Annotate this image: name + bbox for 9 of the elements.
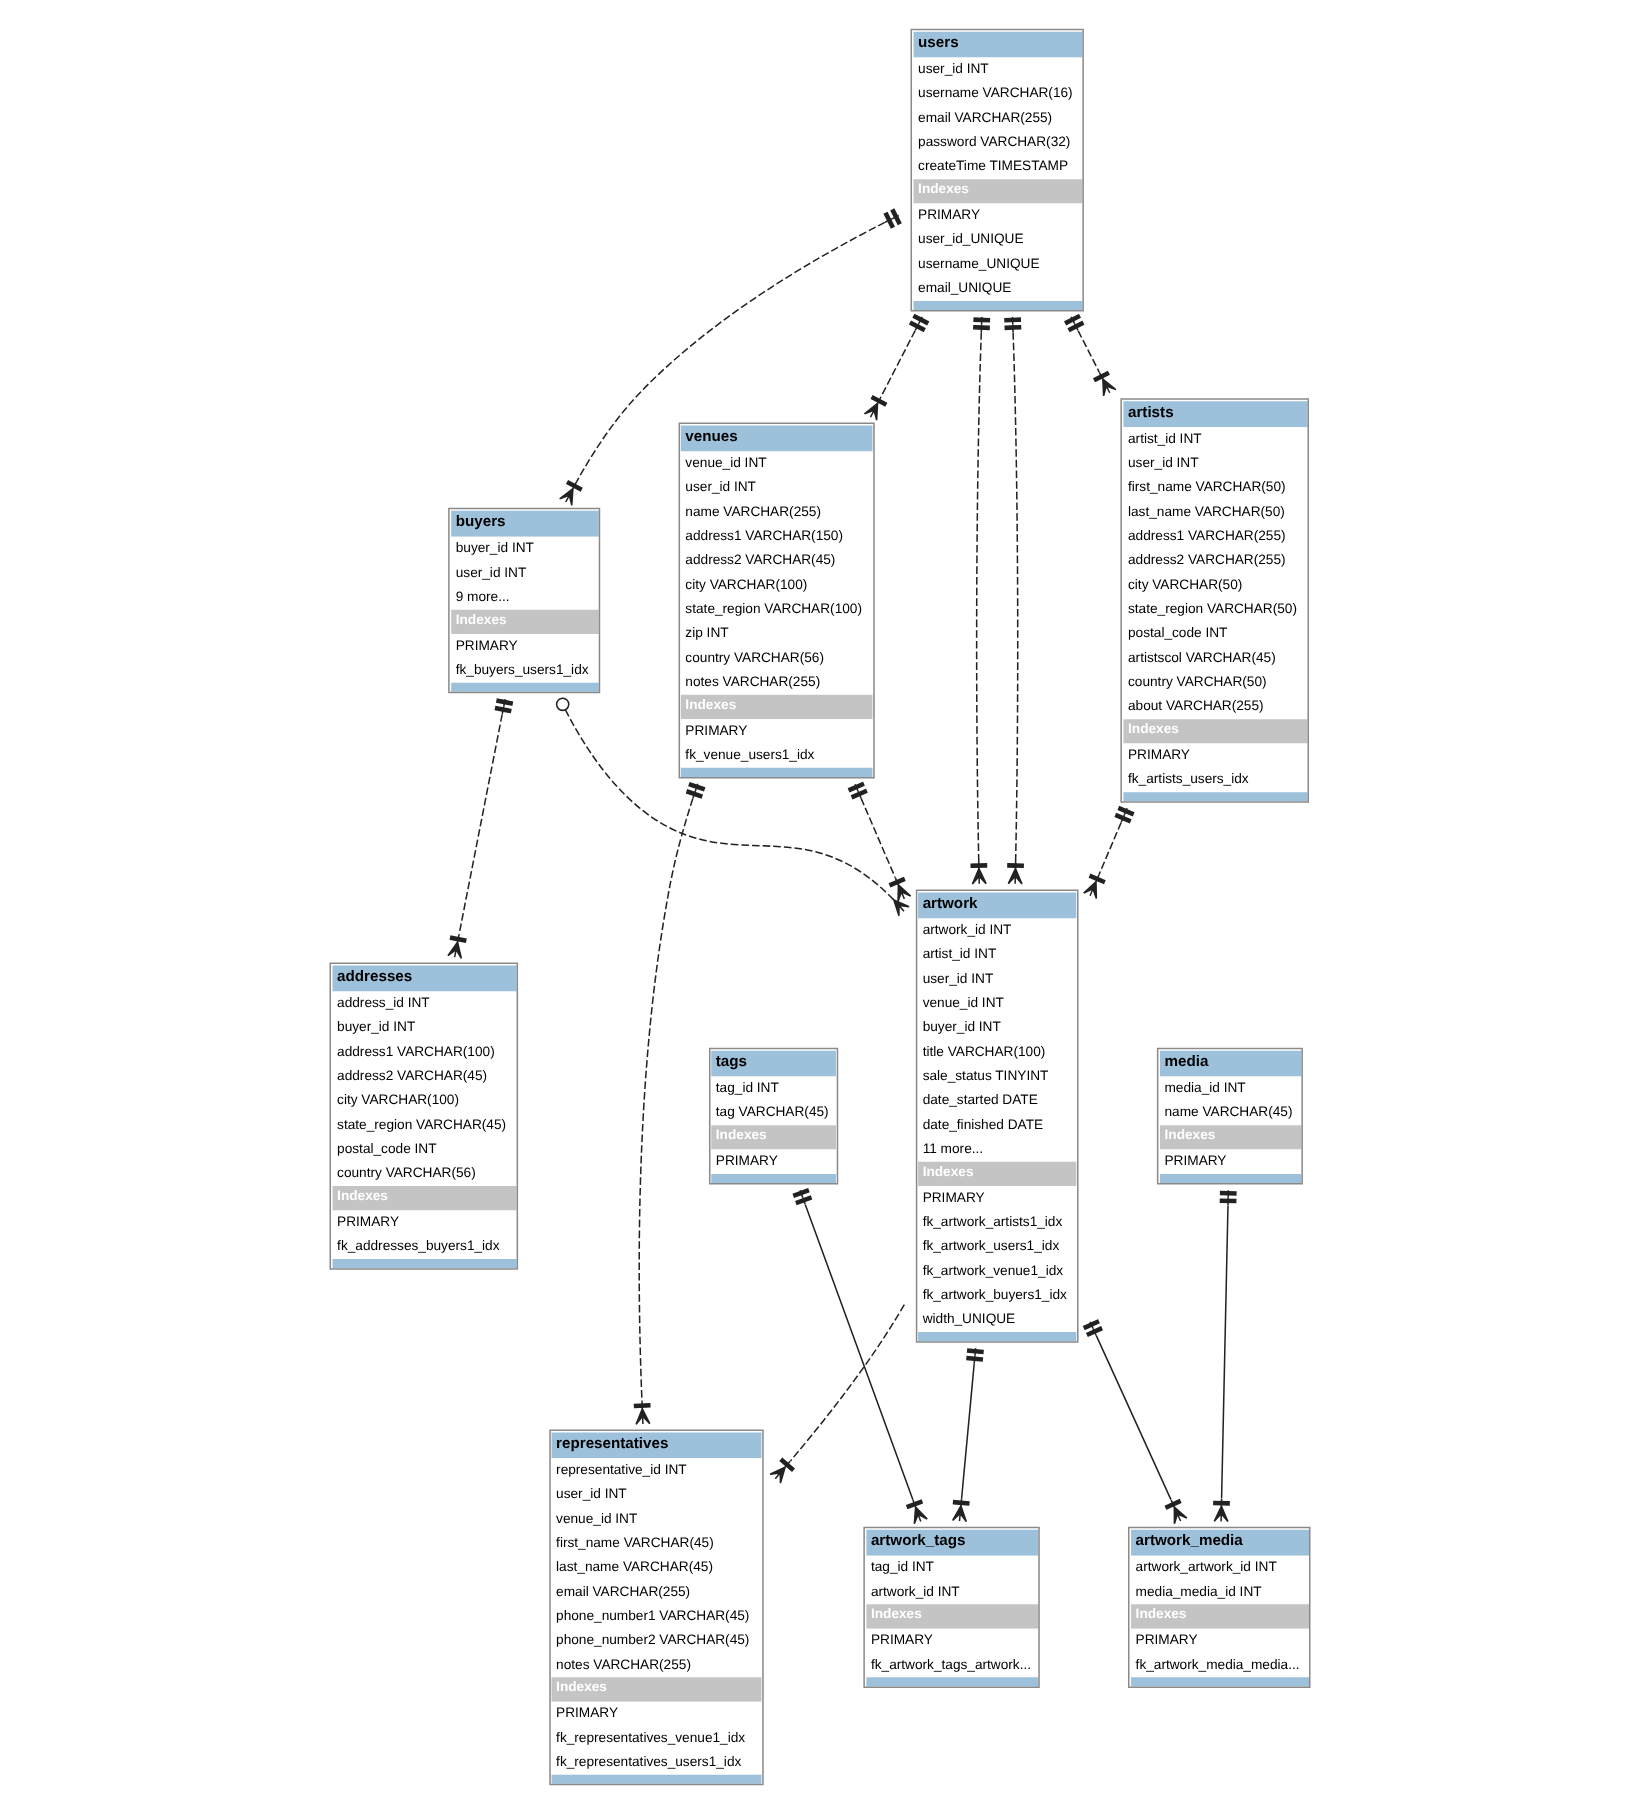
connector: [1082, 805, 1134, 900]
connector: [846, 781, 911, 903]
connector: [768, 1303, 905, 1484]
connector: [791, 1188, 927, 1525]
connector: [950, 1347, 983, 1523]
connector: [554, 697, 909, 917]
connector: [632, 781, 705, 1425]
connector: [862, 313, 929, 421]
connector: [446, 698, 513, 960]
